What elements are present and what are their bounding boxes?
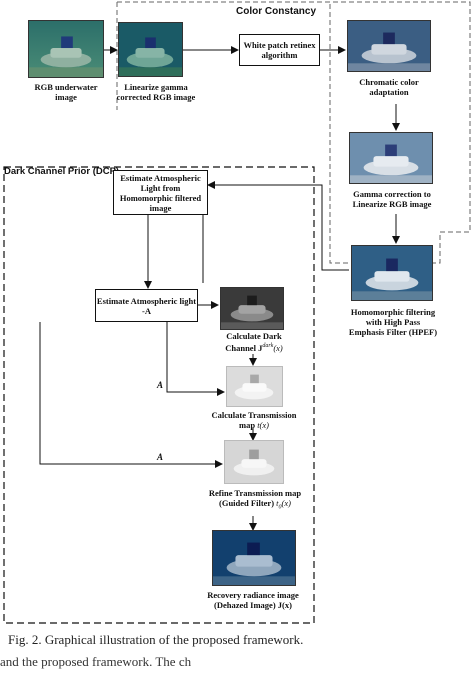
transmission-photo	[226, 366, 283, 407]
arrow-homomorphic-to-estimate	[207, 181, 349, 271]
refine-sub: 0	[278, 504, 282, 511]
homomorphic-line-1: Homomorphic filtering	[350, 307, 436, 317]
dcp-title: Dark Channel Prior (DCP)	[4, 166, 120, 177]
white-patch-line-2: retinex	[290, 40, 316, 50]
chromatic-label: Chromatic color adaptation	[340, 77, 438, 97]
white-patch-line-1: White patch	[243, 40, 289, 50]
dark-channel-arg: (x)	[273, 342, 283, 353]
chromatic-line-2: adaptation	[369, 87, 409, 97]
homomorphic-line-2: with High Pass	[365, 317, 421, 327]
refine-arg: (x)	[281, 498, 291, 508]
linearize-line-1: Linearize gamma	[124, 82, 188, 92]
transmission-map-word: map	[239, 420, 256, 430]
gamma-line-1: Gamma correction to	[353, 189, 431, 199]
gamma-line-2: Linearize RGB image	[352, 199, 432, 209]
rgb-underwater-line-1: RGB underwater	[34, 82, 98, 92]
estimate-from-line-1: Estimate Atmospheric	[120, 172, 201, 183]
dark-channel-prefix: Channel J	[225, 342, 263, 353]
dcp-region	[3, 166, 315, 624]
linearize-label: Linearize gamma corrected RGB image	[104, 82, 208, 102]
linearize-photo	[118, 22, 183, 77]
recovery-label: Recovery radiance image (Dehazed Image) …	[194, 590, 312, 610]
linearize-line-2: corrected RGB image	[116, 92, 196, 102]
dark-channel-sup: dark	[262, 343, 274, 349]
dark-channel-line-2: Channel Jdark(x)	[204, 341, 304, 353]
white-patch-box: White patch retinex algorithm	[239, 34, 320, 66]
refine-t: t	[276, 498, 279, 508]
estimate-a-box: Estimate Atmospheric light -A	[95, 289, 198, 322]
estimate-from-box: Estimate Atmospheric Light from Homomorp…	[113, 170, 208, 215]
recovery-line-2: (Dehazed Image) J(x)	[194, 600, 312, 610]
recovery-dehazed: (Dehazed Image)	[214, 600, 276, 610]
estimate-a-line-2: Atmospheric light -A	[130, 295, 197, 316]
recovery-line-1: Recovery radiance image	[207, 590, 299, 600]
white-patch-line-3: algorithm	[261, 50, 298, 60]
figure-caption: Fig. 2. Graphical illustration of the pr…	[8, 632, 304, 647]
transmission-line-1: Calculate Transmission	[211, 410, 297, 420]
rgb-underwater-line-2: image	[55, 92, 77, 102]
rgb-underwater-label: RGB underwater image	[20, 82, 112, 102]
arrow-a-to-refine	[39, 322, 223, 468]
dark-channel-label: Calculate Dark Channel Jdark(x)	[204, 331, 304, 353]
estimate-from-line-4: image	[149, 202, 172, 213]
transmission-label: Calculate Transmission map t(x)	[196, 410, 312, 430]
dark-channel-photo	[220, 287, 284, 330]
edge-label-a-transmission: A	[157, 380, 164, 390]
gamma-label: Gamma correction to Linearize RGB image	[340, 189, 444, 209]
body-text-fragment: and the proposed framework. The ch	[0, 654, 192, 669]
edge-label-a-refine: A	[157, 452, 164, 462]
chromatic-photo	[347, 20, 431, 72]
homomorphic-photo	[351, 245, 433, 301]
color-constancy-region	[117, 1, 471, 264]
gamma-photo	[349, 132, 433, 184]
transmission-formula: t(x)	[257, 420, 269, 430]
refine-photo	[224, 440, 284, 484]
homomorphic-line-3: Emphasis Filter (HPEF)	[348, 327, 438, 337]
homomorphic-label: Homomorphic filtering with High Pass Emp…	[334, 307, 452, 337]
estimate-from-line-3: Homomorphic filtered	[119, 192, 202, 203]
color-constancy-title: Color Constancy	[236, 6, 317, 17]
transmission-line-2: map t(x)	[196, 420, 312, 430]
recovery-formula: J(x)	[277, 600, 292, 610]
chromatic-line-1: Chromatic color	[359, 77, 419, 87]
refine-guided: (Guided Filter)	[219, 498, 275, 508]
dark-channel-line-1: Calculate Dark	[226, 331, 282, 341]
arrow-estimate-a-to-transmission	[166, 322, 225, 396]
refine-line-1: Refine Transmission map	[208, 488, 302, 498]
refine-line-2: (Guided Filter) t0(x)	[196, 498, 314, 513]
estimate-a-line-1: Estimate	[96, 295, 130, 306]
rgb-underwater-photo	[28, 20, 104, 78]
estimate-from-line-2: Light from	[140, 182, 181, 193]
recovery-photo	[212, 530, 296, 586]
refine-label: Refine Transmission map (Guided Filter) …	[196, 488, 314, 513]
